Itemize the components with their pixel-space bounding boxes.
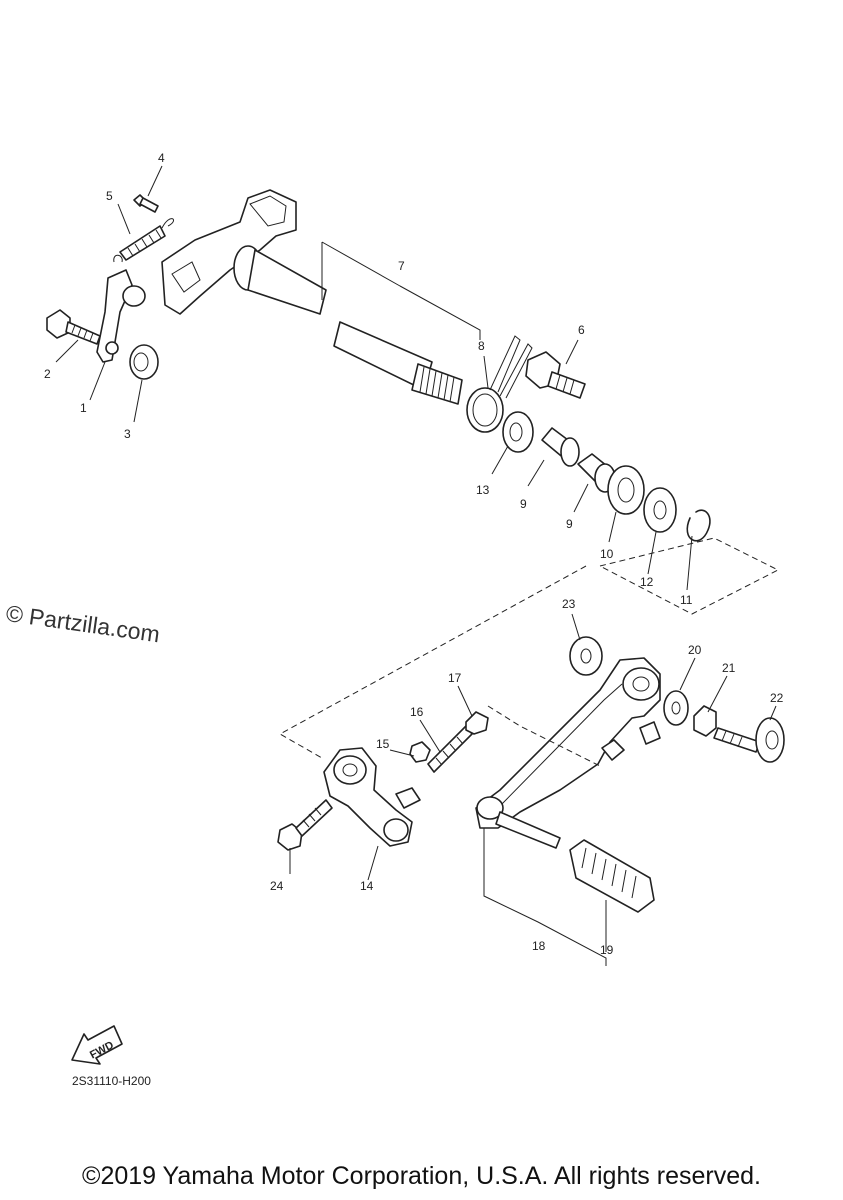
callout-22[interactable]: 22	[770, 691, 784, 705]
part-15-nut[interactable]	[409, 741, 431, 763]
part-18-shift-pedal[interactable]	[475, 657, 661, 849]
part-13-washer[interactable]	[502, 411, 534, 453]
shift-shaft-assembly	[46, 189, 711, 542]
callout-11[interactable]: 11	[680, 593, 693, 607]
callout-2[interactable]: 2	[44, 367, 51, 381]
callout-1[interactable]: 1	[80, 401, 87, 415]
part-5-spring[interactable]	[113, 218, 174, 263]
part-1-hole	[105, 341, 119, 355]
part-21-clip[interactable]	[693, 705, 717, 737]
callout-10[interactable]: 10	[600, 547, 614, 561]
callout-16[interactable]: 16	[410, 705, 424, 719]
part-2-bolt[interactable]	[46, 309, 101, 345]
part-17-nut[interactable]	[465, 711, 489, 735]
callout-9-bearing-inner[interactable]: 9	[520, 497, 527, 511]
part-12-washer[interactable]	[643, 487, 677, 533]
part-10-oil-seal[interactable]	[607, 465, 645, 515]
part-7-shift-shaft[interactable]	[161, 189, 463, 405]
part-8-torsion-spring[interactable]	[466, 335, 533, 433]
callout-21[interactable]: 21	[722, 661, 736, 675]
part-23-washer[interactable]	[569, 636, 603, 676]
callout-9-bearing-outer[interactable]: 9	[566, 517, 573, 531]
callout-17[interactable]: 17	[448, 671, 462, 685]
part-14-shift-lever[interactable]	[323, 747, 421, 847]
leader-lines	[55, 165, 780, 966]
callout-12[interactable]: 12	[640, 575, 654, 589]
part-4-bolt[interactable]	[133, 194, 159, 213]
callout-6[interactable]: 6	[578, 323, 585, 337]
part-11-circlip[interactable]	[686, 509, 711, 542]
part-3-collar[interactable]	[129, 344, 159, 380]
callout-24[interactable]: 24	[270, 879, 284, 893]
callout-5[interactable]: 5	[106, 189, 113, 203]
part-20-washer[interactable]	[663, 690, 689, 726]
callout-14[interactable]: 14	[360, 879, 374, 893]
part-16-rod[interactable]	[427, 725, 473, 773]
diagram-code: 2S31110-H200	[72, 1074, 151, 1088]
callout-15[interactable]: 15	[376, 737, 390, 751]
callout-20[interactable]: 20	[688, 643, 702, 657]
callout-4[interactable]: 4	[158, 151, 165, 165]
fwd-arrow-icon: FWD	[71, 1025, 123, 1065]
part-6-stopper-bolt[interactable]	[525, 351, 586, 399]
callout-19[interactable]: 19	[600, 943, 614, 957]
part-22-pivot-bolt[interactable]	[713, 717, 785, 763]
callout-13[interactable]: 13	[476, 483, 490, 497]
callout-labels: 1 2 3 4 5 6 7 8 9 9 10 11 12 13 14 15 16…	[44, 151, 784, 957]
callout-23[interactable]: 23	[562, 597, 576, 611]
part-24-bolt[interactable]	[277, 799, 333, 851]
part-19-pedal-rubber[interactable]	[569, 839, 655, 913]
callout-7[interactable]: 7	[398, 259, 405, 273]
shift-pedal-assembly	[277, 636, 785, 913]
callout-8[interactable]: 8	[478, 339, 485, 353]
copyright-notice: ©2019 Yamaha Motor Corporation, U.S.A. A…	[82, 1162, 761, 1190]
part-9-bearing-inner[interactable]	[541, 427, 580, 467]
callout-18[interactable]: 18	[532, 939, 546, 953]
callout-3[interactable]: 3	[124, 427, 131, 441]
part-1-roller[interactable]	[122, 285, 146, 307]
